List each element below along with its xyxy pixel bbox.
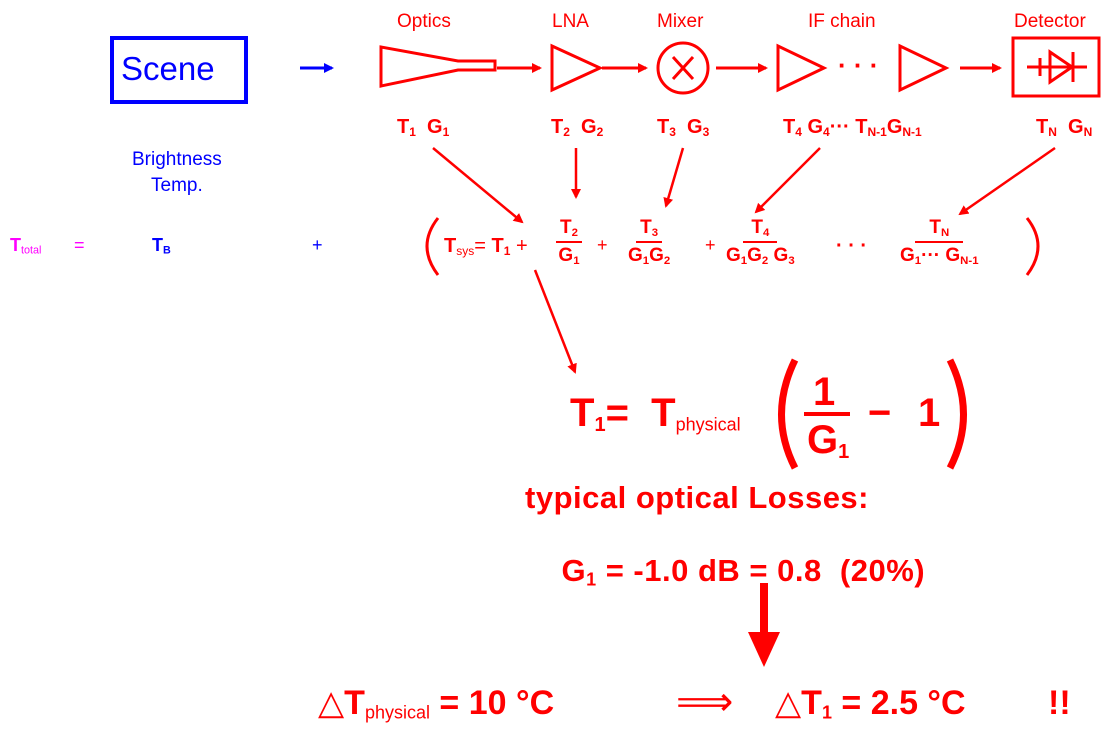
scene-label: Scene bbox=[121, 50, 215, 87]
if-chain-dots: · · · bbox=[838, 50, 879, 80]
lna-amplifier bbox=[550, 43, 604, 93]
delta-t1: △T1 = 2.5 °C bbox=[775, 684, 966, 723]
t-total-plus: + bbox=[312, 235, 323, 255]
tsys-term-2: T2 G1 bbox=[556, 217, 582, 267]
t1eq-open-paren bbox=[778, 358, 799, 470]
tsys-close-paren bbox=[1025, 217, 1040, 276]
tsys-term-3: T3 G1G2 bbox=[628, 217, 671, 267]
tsys-lhs: Tsys= T1 + bbox=[444, 235, 528, 258]
big-down-arrow-head bbox=[748, 632, 780, 667]
pointer-arrow-n bbox=[958, 146, 1056, 216]
t-b-label: TB bbox=[152, 235, 171, 257]
t1eq-minus: − bbox=[868, 391, 892, 435]
t1eq-denominator: G1 bbox=[807, 418, 850, 463]
t1eq-close-paren bbox=[946, 358, 967, 470]
pointer-arrow-3 bbox=[663, 147, 685, 208]
implies-arrow: ⟹ bbox=[676, 680, 734, 724]
optics-horn bbox=[379, 45, 497, 88]
t-total-label: Ttotal bbox=[10, 235, 42, 257]
delta-t-physical: △Tphysical = 10 °C bbox=[318, 684, 555, 723]
t1eq-one: 1 bbox=[918, 391, 941, 435]
stage-mixer-label: Mixer bbox=[657, 11, 704, 32]
param-tn-gn: TN GN bbox=[1036, 116, 1093, 139]
losses-value: G1 = -1.0 dB = 0.8 (20%) bbox=[561, 553, 926, 590]
param-t2-g2: T2 G2 bbox=[551, 116, 604, 139]
stage-lna-label: LNA bbox=[552, 11, 589, 32]
if-amplifier-1 bbox=[776, 43, 828, 93]
mixer-circle bbox=[656, 41, 710, 95]
tsys-plus-3: + bbox=[705, 235, 716, 255]
param-t1-g1: T1 G1 bbox=[397, 116, 450, 139]
losses-title: typical optical Losses: bbox=[525, 480, 869, 515]
t1eq-numerator: 1 bbox=[813, 370, 836, 414]
pointer-arrow-1 bbox=[432, 147, 524, 224]
brightness-caption: Brightness bbox=[132, 149, 222, 170]
param-t4-gn1: T4 G4··· TN-1GN-1 bbox=[783, 116, 922, 139]
tsys-plus-2: + bbox=[597, 235, 608, 255]
pointer-arrow-4 bbox=[754, 147, 821, 214]
tsys-open-paren bbox=[425, 217, 440, 276]
detector-diode bbox=[1048, 49, 1075, 85]
pointer-arrow-t1 bbox=[533, 269, 577, 374]
tsys-dots: · · · bbox=[836, 235, 868, 257]
t1eq-lhs: T1= Tphysical bbox=[570, 391, 741, 436]
temp-caption: Temp. bbox=[151, 175, 203, 196]
tsys-term-n: TN G1··· GN-1 bbox=[900, 217, 979, 267]
param-t3-g3: T3 G3 bbox=[657, 116, 710, 139]
detector-box bbox=[1011, 36, 1101, 98]
if-amplifier-n bbox=[898, 43, 950, 93]
t-total-equals: = bbox=[74, 235, 85, 255]
mixer-cross-b bbox=[671, 55, 695, 81]
scene-box bbox=[110, 36, 248, 104]
tsys-term-4: T4 G1G2 G3 bbox=[726, 217, 795, 267]
stage-if-label: IF chain bbox=[808, 11, 876, 32]
stage-detector-label: Detector bbox=[1014, 11, 1086, 32]
emphasis-bang: !! bbox=[1048, 684, 1071, 722]
stage-optics-label: Optics bbox=[397, 11, 451, 32]
